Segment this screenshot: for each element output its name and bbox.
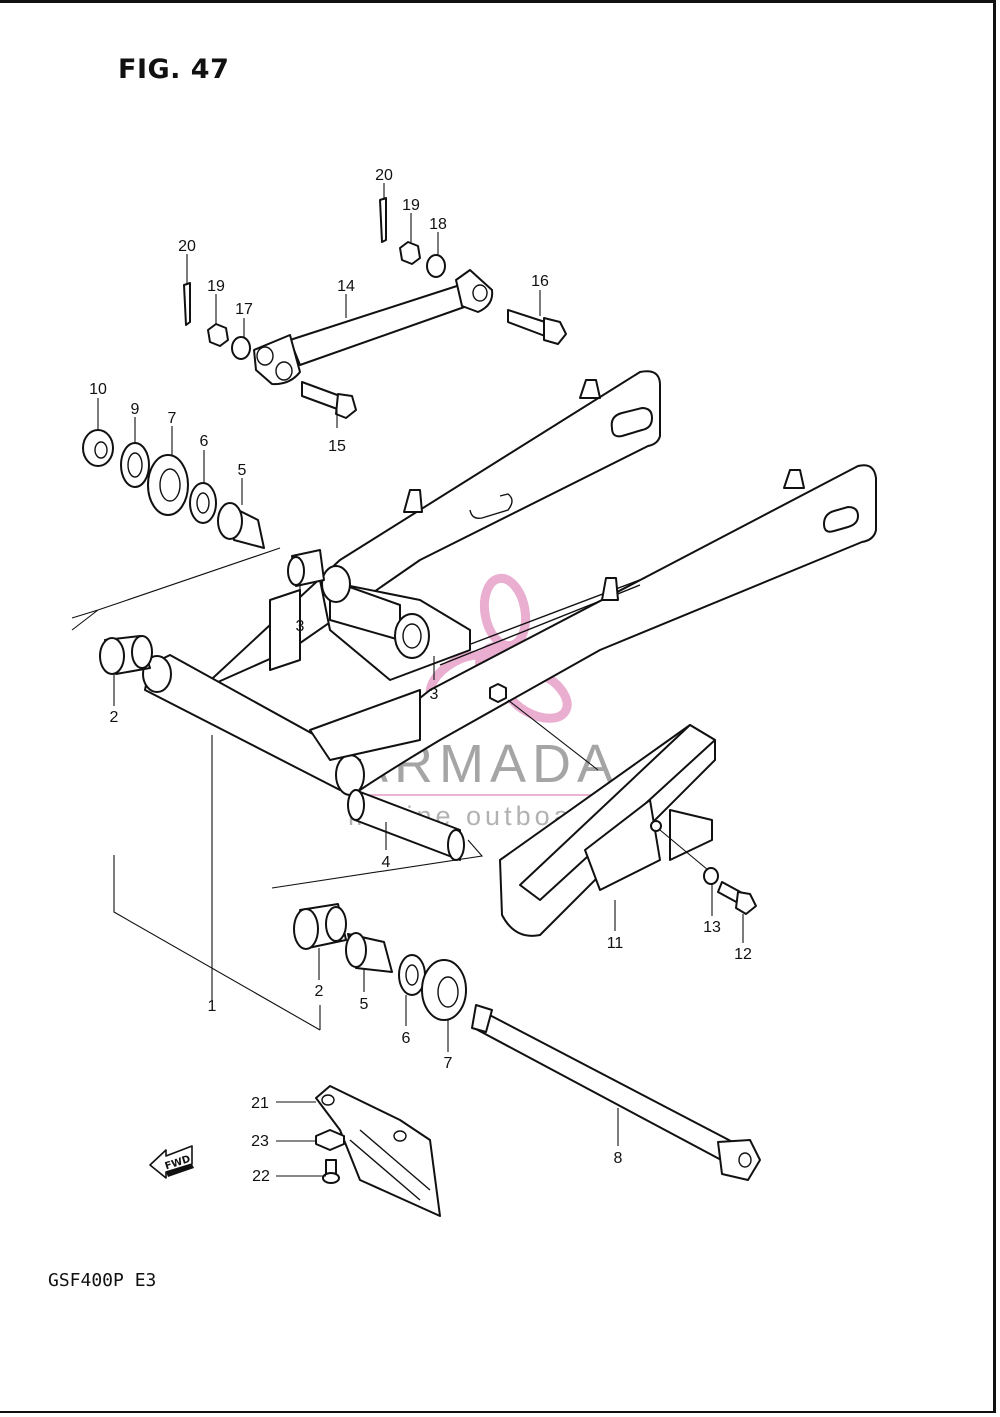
callout-19: 19	[402, 197, 420, 214]
callout-7: 7	[168, 410, 177, 427]
callout-5: 5	[238, 462, 247, 479]
nut-19-upper	[399, 241, 421, 265]
washer-23	[315, 1129, 345, 1151]
callout-4: 4	[382, 854, 391, 871]
callout-8: 8	[614, 1150, 623, 1167]
callout-23: 23	[251, 1133, 269, 1150]
bolt-15	[301, 381, 357, 419]
callout-20: 20	[178, 238, 196, 255]
arrow-left-icon	[149, 1145, 193, 1179]
spacer-3-left	[287, 549, 325, 587]
callout-2: 2	[110, 709, 119, 726]
pivot-spacer-4	[347, 789, 465, 861]
callout-17: 17	[235, 301, 253, 318]
nut-19-left	[207, 323, 229, 347]
callout-3: 3	[430, 686, 439, 703]
callout-16: 16	[531, 273, 549, 290]
cotter-pin-upper	[379, 197, 387, 243]
chain-guide	[499, 724, 716, 937]
callout-19: 19	[207, 278, 225, 295]
callout-13: 13	[703, 919, 721, 936]
callout-7: 7	[444, 1055, 453, 1072]
callout-6: 6	[200, 433, 209, 450]
callout-21: 21	[251, 1095, 269, 1112]
cotter-pin-left	[183, 282, 191, 326]
washer-17	[231, 336, 251, 360]
callout-11: 11	[607, 935, 624, 952]
washer-13	[703, 867, 719, 885]
callout-3: 3	[296, 618, 305, 635]
leader-lines	[97, 183, 744, 1177]
callout-6: 6	[402, 1030, 411, 1047]
callout-1: 1	[208, 998, 217, 1015]
callout-labels: 20 19 18 20 19 17 14 16 15 10 9 7 6 5 3 …	[89, 167, 752, 1185]
callout-5: 5	[360, 996, 369, 1013]
screw-22	[322, 1159, 340, 1184]
pivot-axle-8	[471, 1004, 761, 1181]
callout-22: 22	[252, 1168, 270, 1185]
callout-14: 14	[337, 278, 355, 295]
bolt-12	[717, 881, 757, 915]
bearing-stack-lower	[293, 903, 467, 1021]
callout-12: 12	[734, 946, 752, 963]
needle-bearing-left	[99, 635, 153, 675]
callout-15: 15	[328, 438, 346, 455]
chain-cover-bracket	[315, 1085, 441, 1217]
callout-2: 2	[315, 983, 324, 1000]
figure-title: FIG. 47	[118, 54, 230, 85]
group-bracket-lines	[71, 547, 484, 1031]
swingarm-body	[142, 370, 877, 796]
fwd-direction-marker: FWD	[149, 1145, 194, 1179]
washer-18	[426, 254, 446, 278]
guide-nut	[489, 683, 507, 703]
torque-link-rod	[253, 269, 494, 386]
bearing-stack-upper	[82, 429, 265, 549]
callout-10: 10	[89, 381, 107, 398]
callout-20: 20	[375, 167, 393, 184]
bolt-16	[507, 309, 567, 345]
model-code: GSF400P E3	[48, 1270, 157, 1291]
callout-9: 9	[131, 401, 140, 418]
callout-18: 18	[429, 216, 447, 233]
